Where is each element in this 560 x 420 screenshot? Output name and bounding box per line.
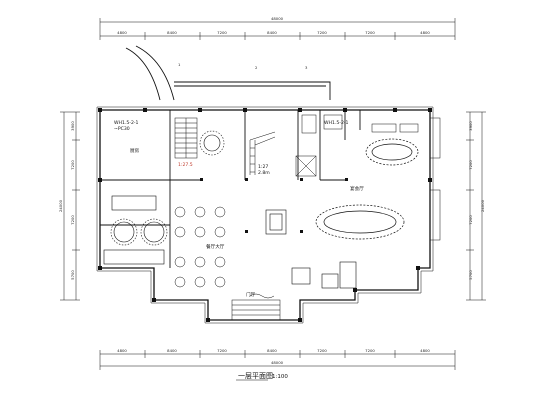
bottom-dim-5: 7200 — [317, 348, 327, 353]
stair-2-code-b: 2.8m — [258, 170, 270, 176]
left-dimension-chain — [60, 111, 80, 301]
right-dim-4: 5700 — [468, 270, 473, 280]
right-dim-1: 3900 — [468, 121, 473, 131]
dining-table-grid — [174, 206, 226, 288]
stair-1 — [174, 117, 198, 159]
drawing-scale: 1:100 — [272, 374, 288, 380]
bottom-total-dimension: 48000 — [271, 360, 284, 365]
top-dim-6: 7200 — [365, 30, 375, 35]
interior-walls — [100, 110, 361, 268]
right-dimension-chain — [466, 111, 486, 301]
entry-label: 门厅 — [246, 291, 256, 298]
stair-1-code: 1:27.5 — [178, 162, 193, 168]
left-dim-1: 3900 — [70, 121, 75, 131]
right-room-code: WH1.5-2-1 — [324, 120, 349, 126]
bottom-dim-2: 8400 — [167, 348, 177, 353]
right-dim-2: 7200 — [468, 160, 473, 170]
left-dim-3: 7200 — [70, 215, 75, 225]
banquet-table — [315, 204, 405, 240]
top-dim-7: 4800 — [420, 30, 430, 35]
top-dim-2: 8400 — [167, 30, 177, 35]
top-dim-4: 8400 — [267, 30, 277, 35]
round-table-upper — [199, 130, 225, 156]
exterior-walls — [96, 106, 434, 324]
stair-2 — [249, 131, 276, 175]
bottom-dimension-chain — [99, 350, 456, 370]
bottom-dim-7: 4800 — [420, 348, 430, 353]
kitchen-tables — [103, 195, 168, 265]
top-total-dimension: 48000 — [271, 16, 284, 21]
right-total-dimension: 24000 — [480, 199, 485, 212]
section-mark-2: 2 — [255, 65, 258, 70]
right-window-bays — [429, 117, 441, 241]
bottom-dim-6: 7200 — [365, 348, 375, 353]
top-dim-5: 7200 — [317, 30, 327, 35]
lobby-furniture — [265, 209, 357, 289]
drawing-title: 一层平面图 — [238, 372, 273, 380]
top-dim-3: 7200 — [217, 30, 227, 35]
bottom-dim-3: 7200 — [217, 348, 227, 353]
curved-canopy — [125, 45, 331, 101]
bottom-dim-1: 4800 — [117, 348, 127, 353]
left-dim-4: 5700 — [70, 270, 75, 280]
top-dim-1: 4800 — [117, 30, 127, 35]
section-mark-1: 1 — [178, 62, 181, 67]
stair-2-code: 1:27 — [258, 164, 268, 170]
kitchen-code-label-2: ~PC30 — [114, 126, 130, 132]
meeting-table — [365, 138, 419, 166]
right-dim-3: 7200 — [468, 215, 473, 225]
entrance-steps — [231, 293, 281, 321]
left-total-dimension: 24000 — [58, 199, 63, 212]
bottom-dim-4: 8400 — [267, 348, 277, 353]
service-rooms — [295, 114, 419, 177]
section-mark-3: 3 — [305, 65, 308, 70]
left-dim-2: 7200 — [70, 160, 75, 170]
top-dimension-chain — [99, 18, 456, 40]
kitchen-label: 厨房 — [130, 147, 140, 154]
banquet-label: 宴会厅 — [350, 185, 364, 192]
dining-hall-label: 餐厅大厅 — [206, 243, 225, 250]
kitchen-code-label: WH1.5-2-1 — [114, 120, 139, 126]
